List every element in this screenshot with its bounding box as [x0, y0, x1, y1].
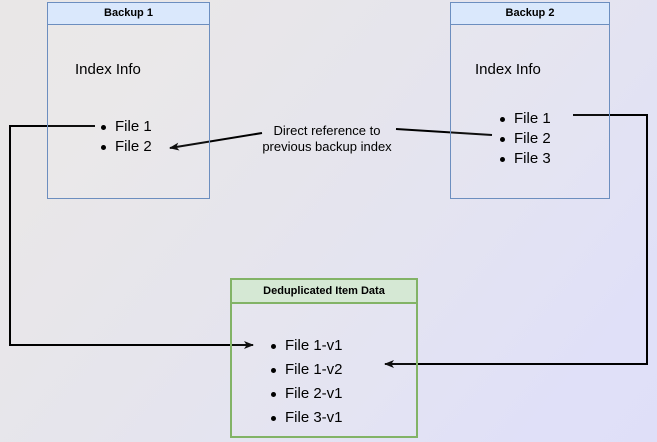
backup-1-box[interactable]: Backup 1 Index Info File 1 File 2	[47, 2, 210, 199]
backup-1-header: Backup 1	[48, 3, 209, 25]
deduplicated-file-list: File 1-v1 File 1-v2 File 2-v1 File 3-v1	[270, 334, 343, 430]
list-item: File 2	[499, 129, 551, 149]
backup-1-body: Index Info File 1 File 2	[48, 25, 209, 198]
deduplicated-item-data-header: Deduplicated Item Data	[232, 280, 416, 304]
direct-reference-line-2: previous backup index	[262, 139, 392, 154]
list-item: File 3-v1	[270, 406, 343, 430]
backup-2-file-list: File 1 File 2 File 3	[499, 109, 551, 169]
list-item: File 2-v1	[270, 382, 343, 406]
list-item: File 2	[100, 137, 152, 157]
list-item: File 1-v2	[270, 358, 343, 382]
deduplicated-item-data-box[interactable]: Deduplicated Item Data File 1-v1 File 1-…	[230, 278, 418, 438]
backup-1-file-list: File 1 File 2	[100, 117, 152, 157]
direct-reference-annotation: Direct reference to previous backup inde…	[247, 123, 407, 155]
backup-2-body: Index Info File 1 File 2 File 3	[451, 25, 609, 198]
backup-2-box[interactable]: Backup 2 Index Info File 1 File 2 File 3	[450, 2, 610, 199]
backup-2-index-info-label: Index Info	[475, 61, 541, 78]
list-item: File 1-v1	[270, 334, 343, 358]
deduplicated-item-data-body: File 1-v1 File 1-v2 File 2-v1 File 3-v1	[232, 304, 416, 436]
list-item: File 1	[499, 109, 551, 129]
backup-1-index-info-label: Index Info	[75, 61, 141, 78]
list-item: File 1	[100, 117, 152, 137]
list-item: File 3	[499, 149, 551, 169]
backup-2-header: Backup 2	[451, 3, 609, 25]
direct-reference-line-1: Direct reference to	[273, 123, 381, 138]
